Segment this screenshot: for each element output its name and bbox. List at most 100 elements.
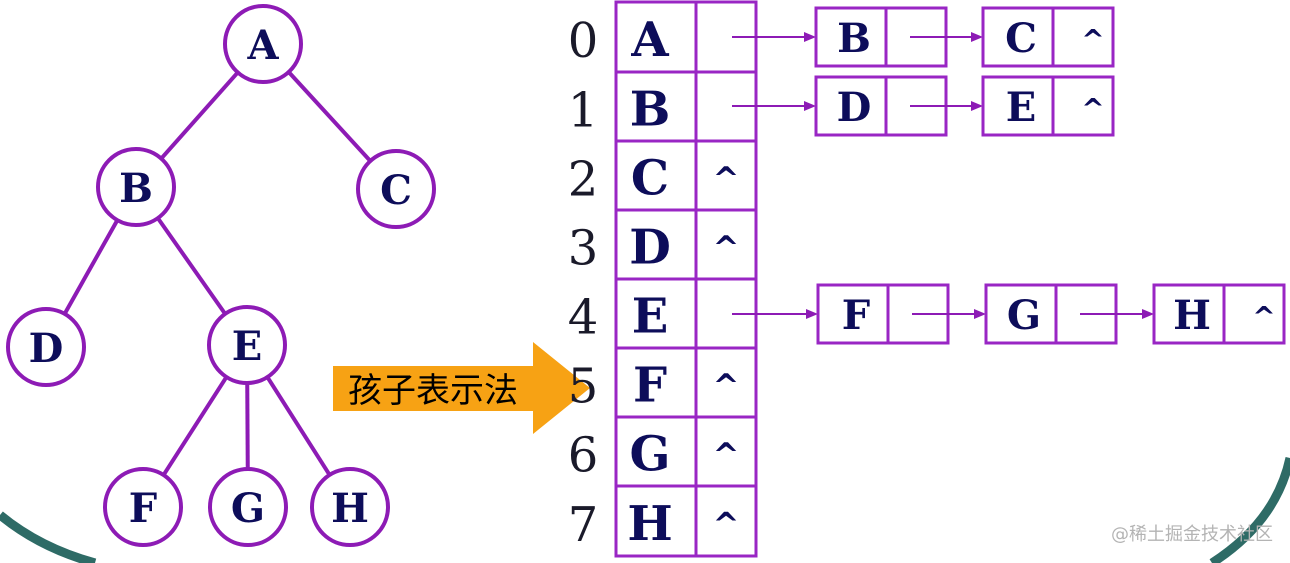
data-cell-label: H: [627, 496, 672, 552]
pointer-cell: [694, 139, 758, 212]
null-marker: ^: [713, 367, 740, 405]
child-data-cell: [1152, 283, 1226, 345]
tree-node-f: F: [103, 467, 183, 547]
row-pointer-arrow-head: [806, 309, 818, 319]
tree-node-circle: [207, 305, 287, 385]
tree-node-circle: [356, 149, 436, 229]
tree-node-label: G: [231, 485, 265, 532]
child-null-marker: ^: [1081, 23, 1104, 56]
data-cell-label: A: [630, 12, 669, 68]
data-cell: [614, 0, 698, 74]
child-pointer-cell: [1222, 283, 1286, 345]
pointer-cell: [694, 70, 758, 143]
tree-node-circle: [96, 147, 176, 227]
child-node: H^: [1152, 283, 1286, 345]
child-data-cell: [981, 6, 1055, 68]
tree-node-label: F: [129, 485, 157, 532]
next-pointer-arrow-head: [974, 309, 986, 319]
child-data-label: B: [837, 15, 871, 62]
data-cell-label: C: [631, 151, 669, 207]
data-cell-label: E: [632, 289, 669, 345]
row-index: 6: [568, 428, 599, 484]
data-cell-label: B: [630, 82, 671, 138]
data-cell-label: G: [630, 427, 671, 483]
null-marker: ^: [713, 160, 740, 198]
child-data-cell: [984, 283, 1058, 345]
next-pointer-arrow-head: [1142, 309, 1154, 319]
data-cell-label: D: [629, 220, 671, 276]
tree-nodes: A B C D E F G H: [6, 4, 436, 547]
pointer-cell: [694, 415, 758, 488]
data-cell: [614, 484, 698, 558]
pointer-cell: [694, 484, 758, 558]
next-pointer-arrow-head: [971, 32, 983, 42]
null-marker: ^: [713, 436, 740, 474]
data-cell-label: F: [633, 358, 667, 414]
child-node: C^: [981, 6, 1115, 68]
tree-node-c: C: [356, 149, 436, 229]
banner-label: 孩子表示法: [348, 371, 518, 411]
next-pointer-arrow-head: [971, 101, 983, 111]
corner-decoration-right: [1209, 457, 1290, 563]
data-cell: [614, 415, 698, 488]
child-null-marker: ^: [1081, 92, 1104, 125]
child-data-cell: [814, 6, 888, 68]
tree-edge-b-d: [62, 219, 120, 315]
tree-edge-b-e: [156, 216, 227, 316]
tree-node-g: G: [208, 467, 288, 547]
tree-edge-a-c: [287, 70, 372, 163]
row-index: 4: [568, 290, 599, 346]
row-index: 7: [568, 497, 599, 553]
tree-node-label: D: [29, 325, 64, 372]
child-data-label: D: [837, 84, 872, 131]
child-representation-banner: 孩子表示法: [333, 342, 590, 434]
row-index: 5: [568, 359, 599, 415]
child-node: E^: [981, 75, 1115, 137]
row-index: 3: [568, 221, 599, 277]
tree-edge-e-g: [245, 382, 250, 470]
tree-node-label: H: [331, 485, 369, 532]
tree-edges: [62, 70, 372, 477]
child-data-label: G: [1007, 292, 1041, 339]
tree-edge-e-f: [161, 375, 229, 477]
null-marker: ^: [713, 229, 740, 267]
child-data-label: C: [1005, 15, 1037, 62]
watermark: @稀土掘金技术社区: [1111, 524, 1273, 545]
child-data-label: E: [1006, 84, 1037, 131]
corner-decoration-left: [0, 511, 97, 563]
tree-node-circle: [310, 467, 390, 547]
tree-node-circle: [223, 4, 303, 84]
row-index: 1: [568, 83, 599, 139]
child-pointer-cell: [1051, 6, 1115, 68]
tree-node-b: B: [96, 147, 176, 227]
tree-edge-e-h: [265, 375, 332, 477]
child-data-label: H: [1173, 292, 1211, 339]
tree-node-label: A: [246, 22, 279, 69]
tree-node-label: C: [380, 167, 412, 214]
right-arrow-icon: [333, 342, 590, 434]
child-pointer-cell: [1051, 75, 1115, 137]
tree-node-label: E: [232, 323, 263, 370]
tree-node-circle: [6, 307, 86, 387]
tree-node-circle: [208, 467, 288, 547]
row-index: 0: [568, 13, 599, 69]
null-marker: ^: [713, 505, 740, 543]
row-pointer-arrow-head: [804, 32, 816, 42]
tree-node-label: B: [119, 165, 153, 212]
tree-node-d: D: [6, 307, 86, 387]
tree-edge-a-b: [159, 71, 240, 160]
tree-node-circle: [103, 467, 183, 547]
tree-node-h: H: [310, 467, 390, 547]
row-pointer-arrow-head: [804, 101, 816, 111]
child-data-label: F: [842, 292, 870, 339]
